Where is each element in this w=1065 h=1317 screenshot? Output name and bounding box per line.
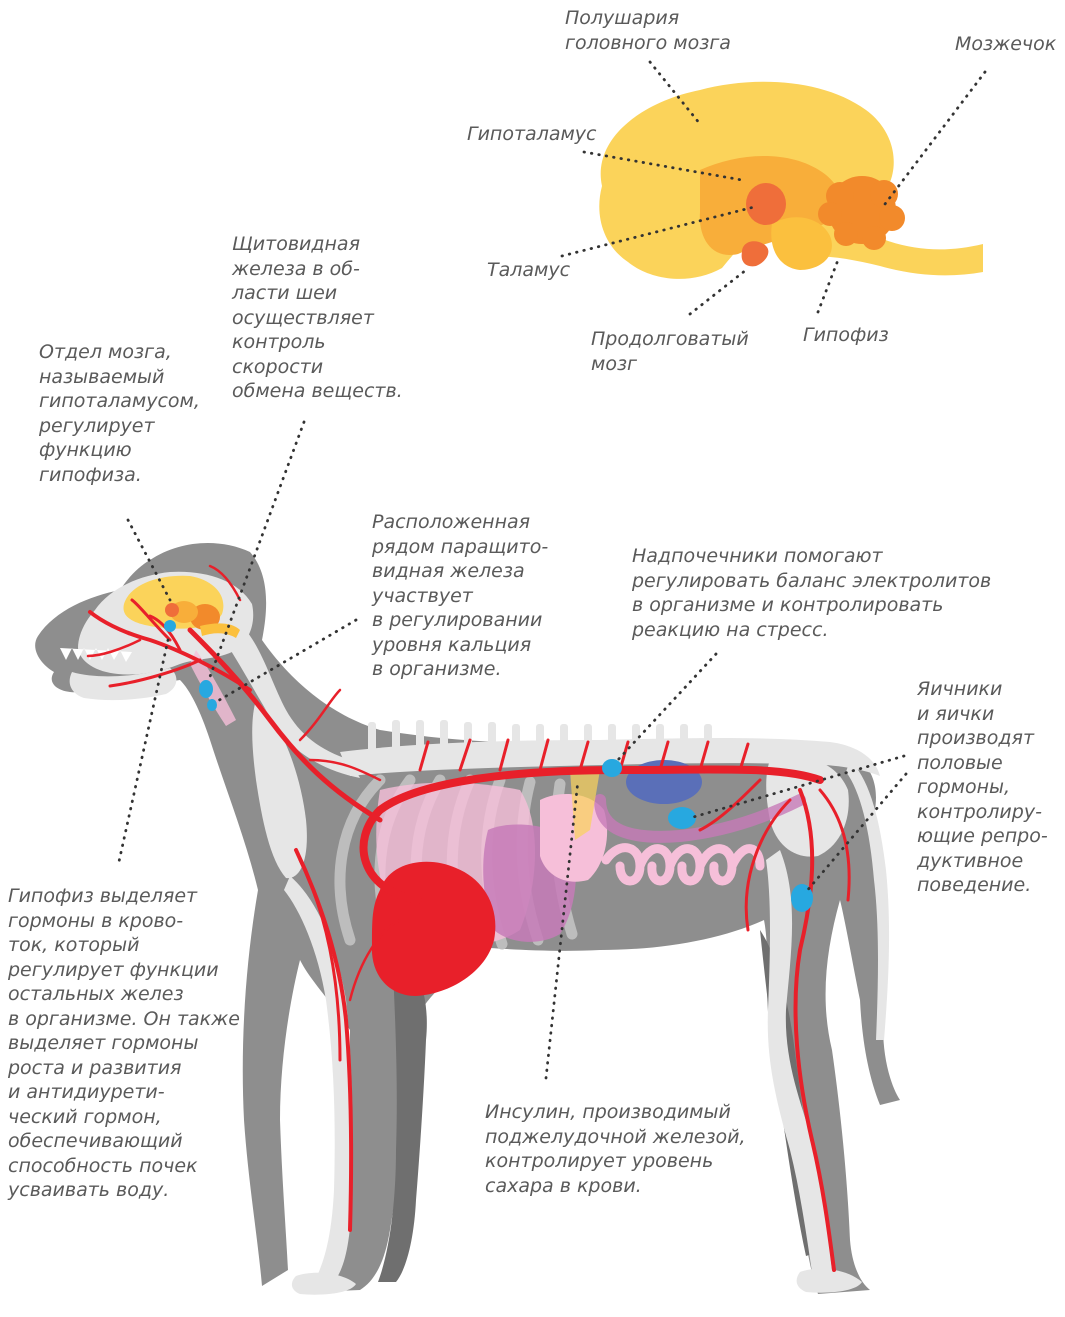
callout-pancreas: Инсулин, производимый поджелудочной желе…	[485, 1100, 746, 1198]
adrenal-gland	[602, 759, 622, 777]
heart-shape	[372, 862, 496, 996]
ovary-gland	[668, 807, 696, 829]
label-cerebellum: Мозжечок	[955, 32, 1056, 57]
thalamus-shape	[746, 183, 786, 225]
label-hemispheres: Полушария головного мозга	[565, 6, 731, 55]
brain-detail-illustration	[599, 82, 983, 279]
callout-gonads: Яичники и яички производят половые гормо…	[917, 677, 1048, 898]
parathyroid-gland	[207, 699, 217, 711]
callout-adrenal: Надпочечники помогают регулировать балан…	[632, 544, 991, 642]
label-pituitary: Гипофиз	[803, 323, 889, 348]
pituitary-gland	[164, 620, 176, 632]
callout-parathyroid: Расположенная рядом паращито- видная жел…	[372, 510, 548, 682]
label-thalamus: Таламус	[487, 258, 570, 283]
leader-cerebellum	[882, 72, 985, 208]
vertebral-processes	[368, 720, 712, 752]
callout-pituitary: Гипофиз выделяет гормоны в крово- ток, к…	[8, 884, 240, 1203]
label-hypothalamus: Гипоталамус	[467, 122, 597, 147]
callout-thyroid: Щитовидная железа в об- ласти шеи осущес…	[232, 232, 403, 404]
callout-hypothalamus: Отдел мозга, называемый гипоталамусом, р…	[39, 340, 200, 487]
hypothalamus-shape	[742, 241, 769, 266]
thyroid-gland	[199, 680, 213, 698]
leader-pituitary	[818, 260, 838, 312]
label-medulla: Продолговатый мозг	[591, 327, 749, 376]
